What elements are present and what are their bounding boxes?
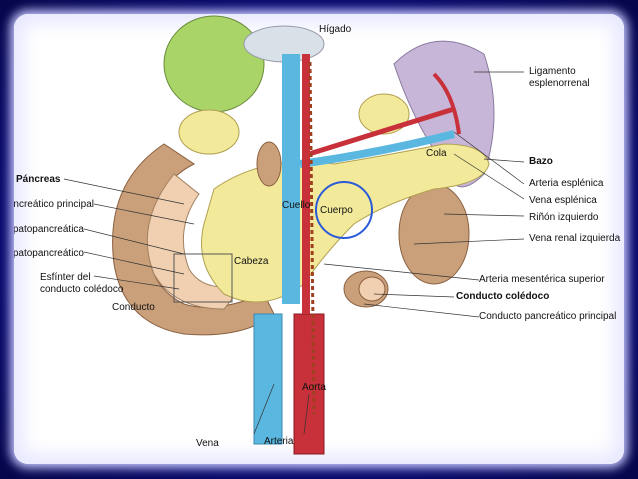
label-rinon-izquierdo: Riñón izquierdo (529, 212, 599, 223)
label-pancreas: Páncreas (16, 174, 61, 185)
liver-shape (163, 15, 265, 113)
label-aorta: Aorta (302, 382, 326, 393)
pancreas-diagram (63, 15, 525, 455)
aorta-shape (293, 313, 325, 455)
label-conducto: Conducto (112, 302, 155, 313)
label-arteria-mesenterica: Arteria mesentérica superior (479, 274, 605, 285)
label-pancreatico-principal: Conducto pancreático principal (14, 199, 94, 210)
label-hepatopancreatico: Esfínter hepatopancreático (14, 248, 84, 259)
label-higado: Hígado (319, 24, 352, 35)
vena-cava (253, 313, 283, 445)
label-arteria: Arteria (264, 436, 294, 447)
label-esfinter-1: Esfínter del (40, 272, 91, 283)
label-conducto-pancreatico-principal: Conducto pancreático principal (479, 311, 617, 322)
label-vena-renal-izquierda: Vena renal izquierda (529, 233, 621, 244)
label-ligamento-1: Ligamento (529, 66, 576, 77)
anatomy-plate: Hígado Ligamento esplenorrenal Bazo Arte… (14, 14, 624, 464)
label-esfinter-2: conducto colédoco (40, 284, 124, 295)
region-cuello: Cuello (282, 200, 311, 211)
region-cuerpo: Cuerpo (320, 205, 353, 216)
label-hepatopancreatica: Ampolla hepatopancreática (14, 224, 84, 235)
label-arteria-esplenica: Arteria esplénica (529, 178, 604, 189)
cuerpo-highlight-circle (315, 181, 373, 239)
region-cabeza: Cabeza (234, 256, 269, 267)
portal-vein (282, 54, 300, 304)
midline-marker (308, 61, 316, 415)
label-vena-esplenica: Vena esplénica (529, 195, 597, 206)
kidney-shape (398, 183, 470, 285)
label-conducto-coledoco: Conducto colédoco (456, 291, 550, 302)
label-vena: Vena (196, 438, 219, 449)
label-bazo: Bazo (529, 156, 553, 167)
label-ligamento-2: esplenorrenal (529, 78, 590, 89)
region-cola: Cola (426, 148, 447, 159)
